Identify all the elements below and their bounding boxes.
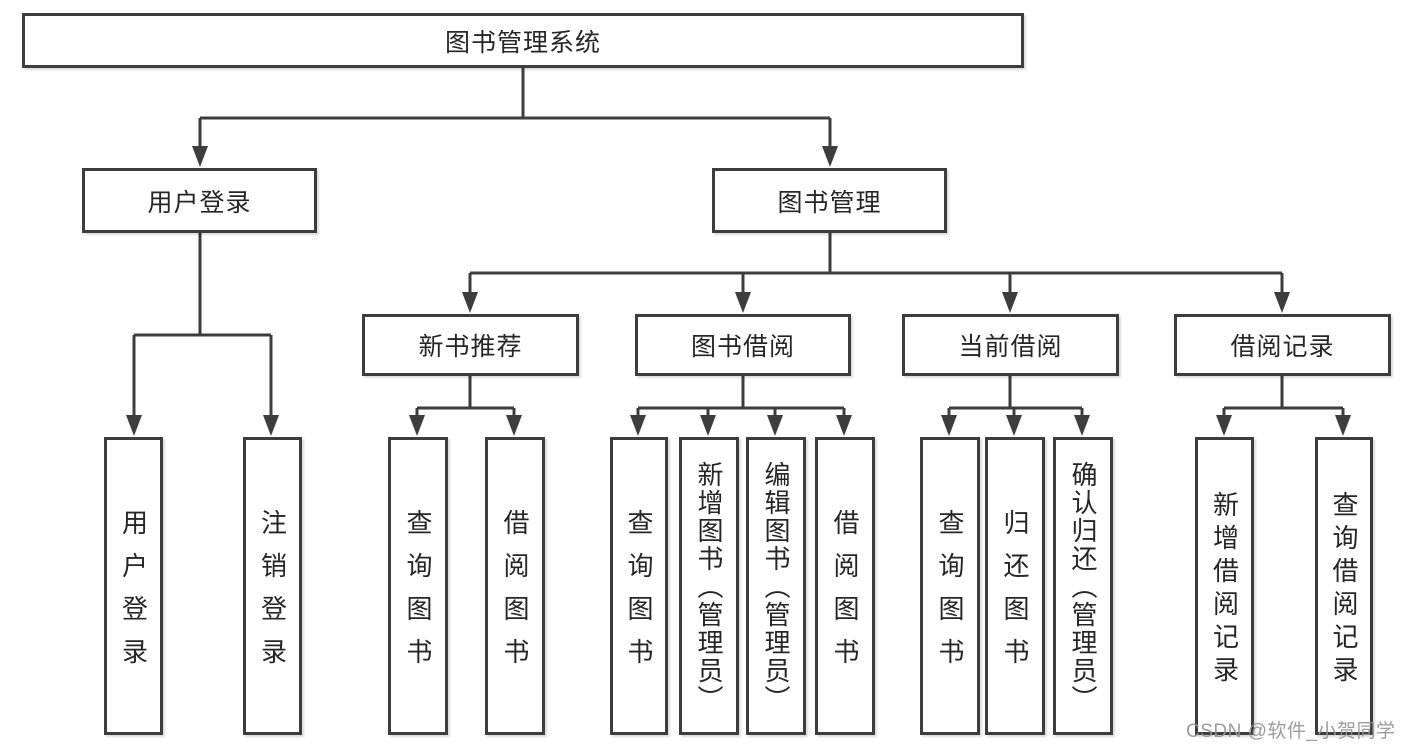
- leaf-borrow-add-books-admin-label: 新增图书（管理员）: [694, 461, 724, 713]
- leaf-user-login-label: 用户登录: [118, 508, 149, 681]
- node-borrow-records-label: 借阅记录: [1230, 333, 1335, 361]
- leaf-records-add-record-label: 新增借阅记录: [1209, 490, 1240, 689]
- leaf-borrow-query-books: 查询图书: [610, 437, 668, 735]
- leaf-current-query-books: 查询图书: [920, 437, 980, 735]
- leaf-current-return-books: 归还图书: [985, 437, 1045, 735]
- leaf-recommend-query-books-label: 查询图书: [403, 508, 433, 681]
- node-new-book-recommend: 新书推荐: [362, 314, 579, 376]
- node-borrow-records: 借阅记录: [1174, 314, 1391, 376]
- node-book-management: 图书管理: [712, 168, 947, 233]
- node-current-borrow: 当前借阅: [902, 314, 1119, 376]
- node-new-book-recommend-label: 新书推荐: [418, 333, 523, 361]
- leaf-borrow-edit-books-admin-label: 编辑图书（管理员）: [761, 461, 791, 713]
- leaf-current-query-books-label: 查询图书: [935, 508, 965, 681]
- leaf-records-query-record-label: 查询借阅记录: [1329, 490, 1359, 689]
- leaf-recommend-query-books: 查询图书: [388, 437, 448, 735]
- node-book-management-label: 图书管理: [777, 188, 882, 217]
- leaf-borrow-borrow-books-label: 借阅图书: [830, 508, 860, 681]
- node-library-system: 图书管理系统: [22, 13, 1024, 68]
- node-current-borrow-label: 当前借阅: [958, 333, 1063, 361]
- leaf-recommend-borrow-books: 借阅图书: [485, 437, 545, 735]
- node-user-login: 用户登录: [82, 168, 317, 233]
- leaf-logout-label: 注销登录: [257, 508, 288, 681]
- leaf-records-query-record: 查询借阅记录: [1315, 437, 1373, 735]
- leaf-recommend-borrow-books-label: 借阅图书: [500, 508, 530, 681]
- node-user-login-label: 用户登录: [147, 188, 252, 217]
- node-book-borrow-label: 图书借阅: [690, 333, 795, 361]
- leaf-borrow-add-books-admin: 新增图书（管理员）: [679, 437, 739, 735]
- csdn-watermark: CSDN @软件_小贺同学: [1186, 721, 1396, 742]
- leaf-records-add-record: 新增借阅记录: [1195, 437, 1254, 735]
- leaf-user-login: 用户登录: [104, 437, 163, 735]
- leaf-current-confirm-return-admin-label: 确认归还（管理员）: [1068, 461, 1098, 713]
- leaf-logout: 注销登录: [243, 437, 302, 735]
- arrowheads: [126, 146, 1351, 436]
- leaf-borrow-query-books-label: 查询图书: [624, 508, 654, 681]
- leaf-borrow-edit-books-admin: 编辑图书（管理员）: [746, 437, 806, 735]
- node-library-system-label: 图书管理系统: [444, 28, 601, 57]
- node-book-borrow: 图书借阅: [635, 314, 851, 376]
- leaf-current-confirm-return-admin: 确认归还（管理员）: [1053, 437, 1113, 735]
- leaf-borrow-borrow-books: 借阅图书: [815, 437, 875, 735]
- leaf-current-return-books-label: 归还图书: [1000, 508, 1030, 681]
